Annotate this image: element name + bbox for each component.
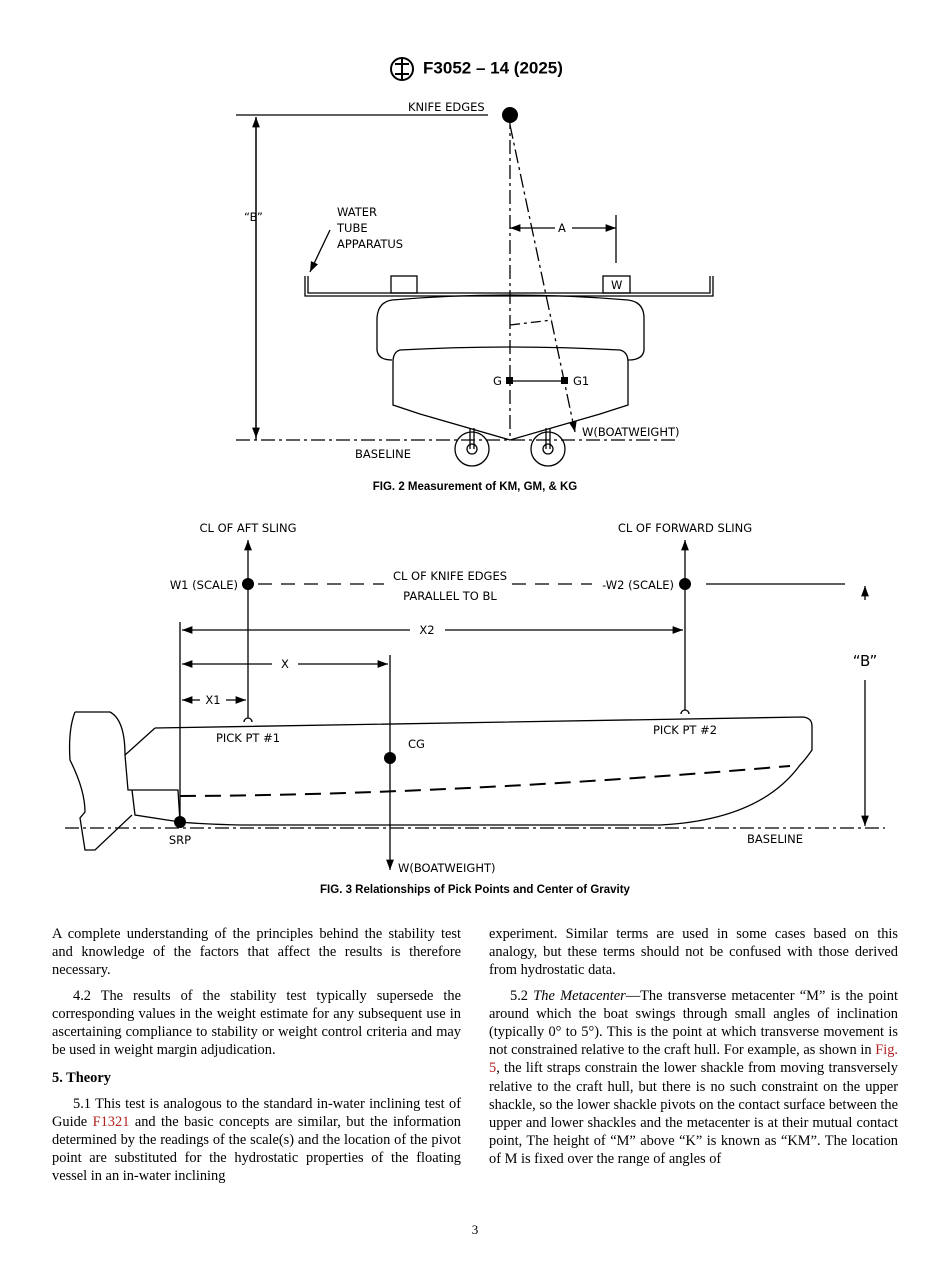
text: —The transverse metacenter “M” is the po… bbox=[489, 987, 898, 1059]
label-x: X bbox=[281, 657, 289, 671]
srp-point bbox=[174, 816, 186, 828]
label-x1: X1 bbox=[205, 693, 220, 707]
cg-point bbox=[384, 752, 396, 764]
link-fig-5[interactable]: Fig. 5 bbox=[489, 1042, 898, 1077]
label-w: W bbox=[611, 278, 622, 292]
label-pick-pt-1: PICK PT #1 bbox=[216, 731, 280, 745]
fig3-diagram bbox=[65, 540, 885, 870]
g1-point bbox=[561, 377, 568, 384]
paragraph: A complete understanding of the principl… bbox=[52, 926, 461, 979]
text: and the basic concepts are similar, but … bbox=[52, 1113, 461, 1185]
label-tube: TUBE bbox=[336, 221, 368, 235]
designation: F3052 – 14 (2025) bbox=[423, 58, 563, 78]
label-g: G bbox=[493, 374, 502, 388]
text: 5.2 bbox=[510, 987, 534, 1004]
g-point bbox=[506, 377, 513, 384]
link-f1321[interactable]: F1321 bbox=[92, 1113, 130, 1130]
label-b: “B” bbox=[853, 652, 878, 670]
label-g1: G1 bbox=[573, 374, 589, 388]
label-knife-edges: CL OF KNIFE EDGES bbox=[393, 569, 507, 583]
label-boatweight: W(BOATWEIGHT) bbox=[582, 425, 680, 439]
label-pick-pt-2: PICK PT #2 bbox=[653, 723, 717, 737]
knife-edge-point bbox=[502, 107, 518, 123]
w2-point bbox=[679, 578, 691, 590]
label-a: A bbox=[558, 221, 566, 235]
page-number: 3 bbox=[471, 1222, 479, 1237]
label-apparatus: APPARATUS bbox=[337, 237, 403, 251]
label-parallel: PARALLEL TO BL bbox=[403, 589, 497, 603]
label-baseline: BASELINE bbox=[747, 832, 803, 846]
label-boatweight: W(BOATWEIGHT) bbox=[398, 861, 496, 875]
label-w1: W1 (SCALE) bbox=[170, 578, 238, 592]
page-header: F3052 – 14 (2025) bbox=[0, 56, 950, 82]
paragraph-5-2: 5.2 The Metacenter—The transverse metace… bbox=[489, 987, 898, 1169]
section-heading: 5. Theory bbox=[52, 1070, 111, 1087]
paragraph-5-1: 5.1 This test is analogous to the standa… bbox=[52, 1095, 461, 1186]
fig3-caption: FIG. 3 Relationships of Pick Points and … bbox=[320, 884, 631, 896]
label-knife-edges: KNIFE EDGES bbox=[408, 100, 485, 114]
astm-logo bbox=[390, 57, 415, 81]
label-w2: -W2 (SCALE) bbox=[602, 578, 674, 592]
label-forward-sling: CL OF FORWARD SLING bbox=[618, 521, 752, 535]
paragraph: experiment. Similar terms are used in so… bbox=[489, 926, 898, 979]
fig2-diagram bbox=[236, 114, 714, 467]
label-srp: SRP bbox=[169, 833, 191, 847]
term: The Metacenter bbox=[533, 987, 626, 1004]
left-column: A complete understanding of the principl… bbox=[52, 925, 461, 1193]
fig2-caption: FIG. 2 Measurement of KM, GM, & KG bbox=[373, 481, 578, 493]
label-b: “B” bbox=[244, 210, 263, 224]
label-cg: CG bbox=[408, 737, 425, 751]
text: , the lift straps constrain the lower sh… bbox=[489, 1060, 898, 1168]
label-baseline: BASELINE bbox=[355, 447, 411, 461]
right-column: experiment. Similar terms are used in so… bbox=[489, 925, 898, 1176]
label-water: WATER bbox=[337, 205, 377, 219]
w1-point bbox=[242, 578, 254, 590]
paragraph-4-2: 4.2 The results of the stability test ty… bbox=[52, 987, 461, 1059]
label-aft-sling: CL OF AFT SLING bbox=[200, 521, 297, 535]
text: 5.1 This test is analogous to the standa… bbox=[52, 1095, 461, 1130]
label-x2: X2 bbox=[419, 623, 434, 637]
